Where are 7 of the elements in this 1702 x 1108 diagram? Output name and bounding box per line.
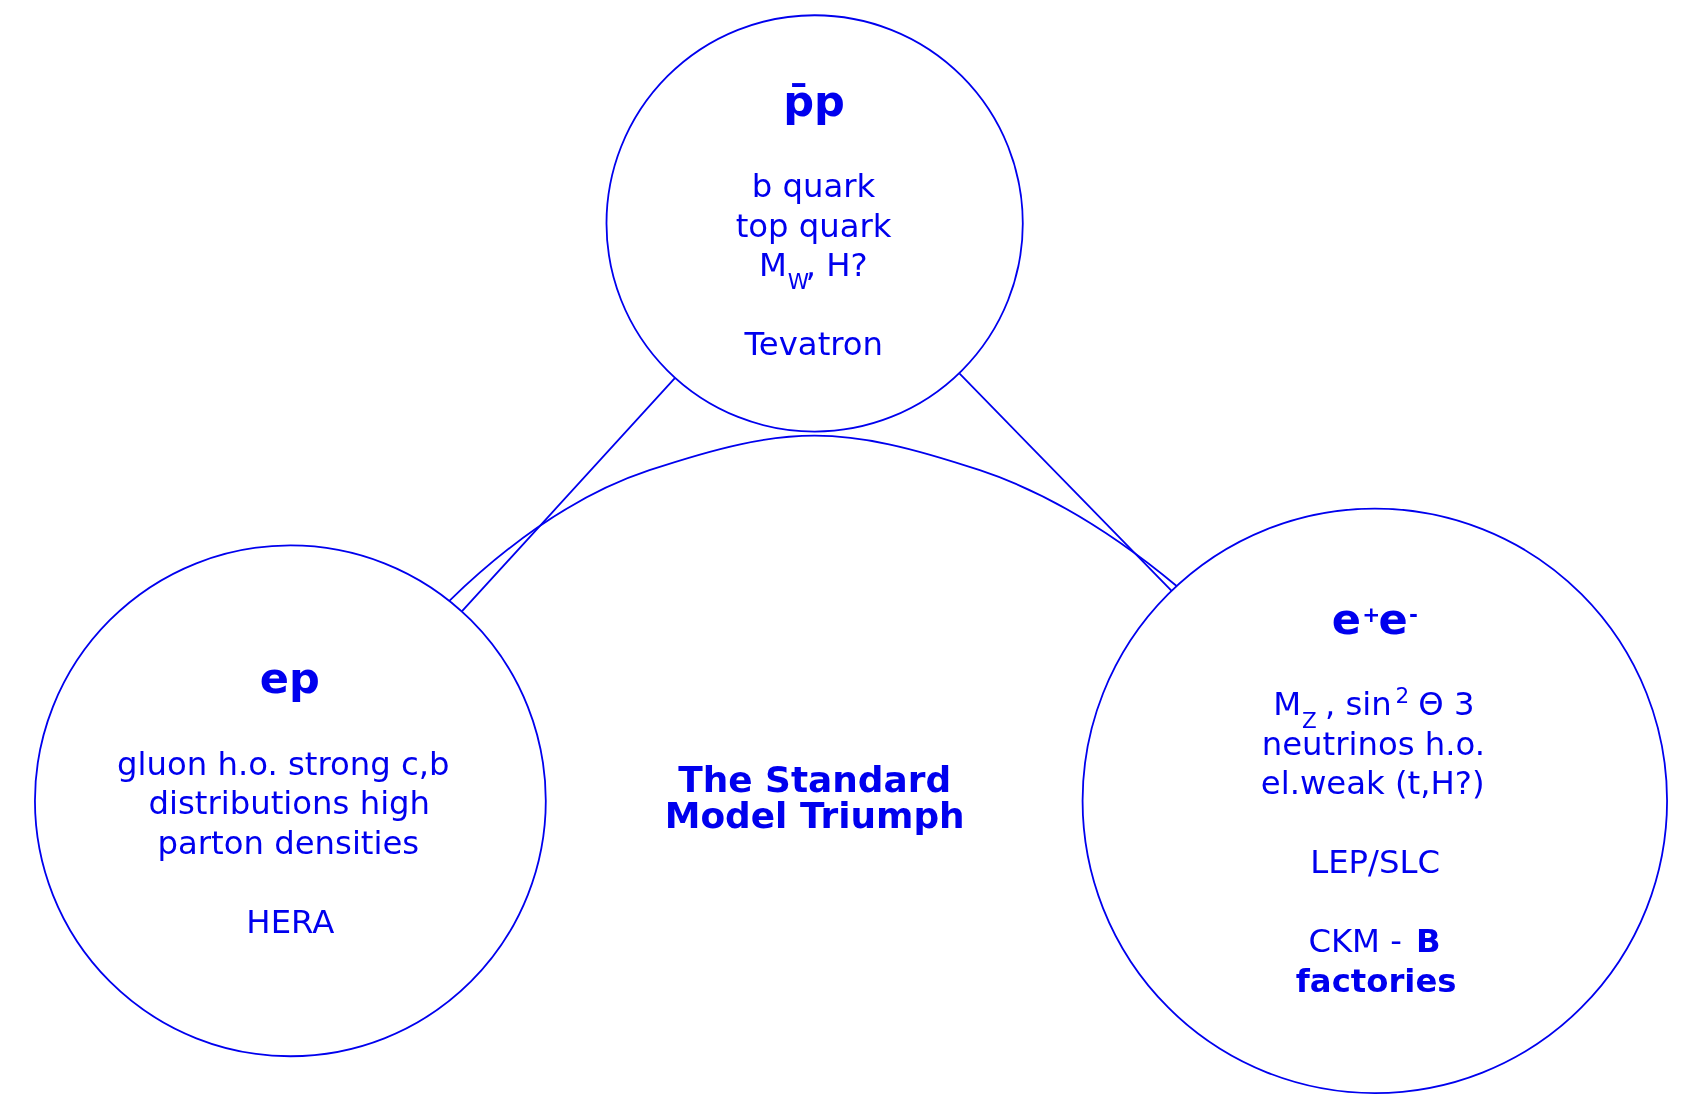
node-circle: ep gluon h.o. strong c,b distributions high parton densities HERA bbox=[34, 544, 547, 1058]
connector bbox=[448, 434, 1178, 602]
connector bbox=[461, 377, 676, 612]
node-circle: e$^{+}$e$^{-}$ M$_{Z}$ , sin$^{2}$ Θ 3 neutrinos h.o. el.weak (t,H?) LEP/SLC CKM - B factories bbox=[1081, 507, 1668, 1094]
connector bbox=[958, 372, 1173, 592]
label: The Standard Model Triumph bbox=[664, 758, 965, 836]
node-circle: p̄p b quark top quark M$_{W}$, H? Tevatron bbox=[605, 14, 1024, 433]
